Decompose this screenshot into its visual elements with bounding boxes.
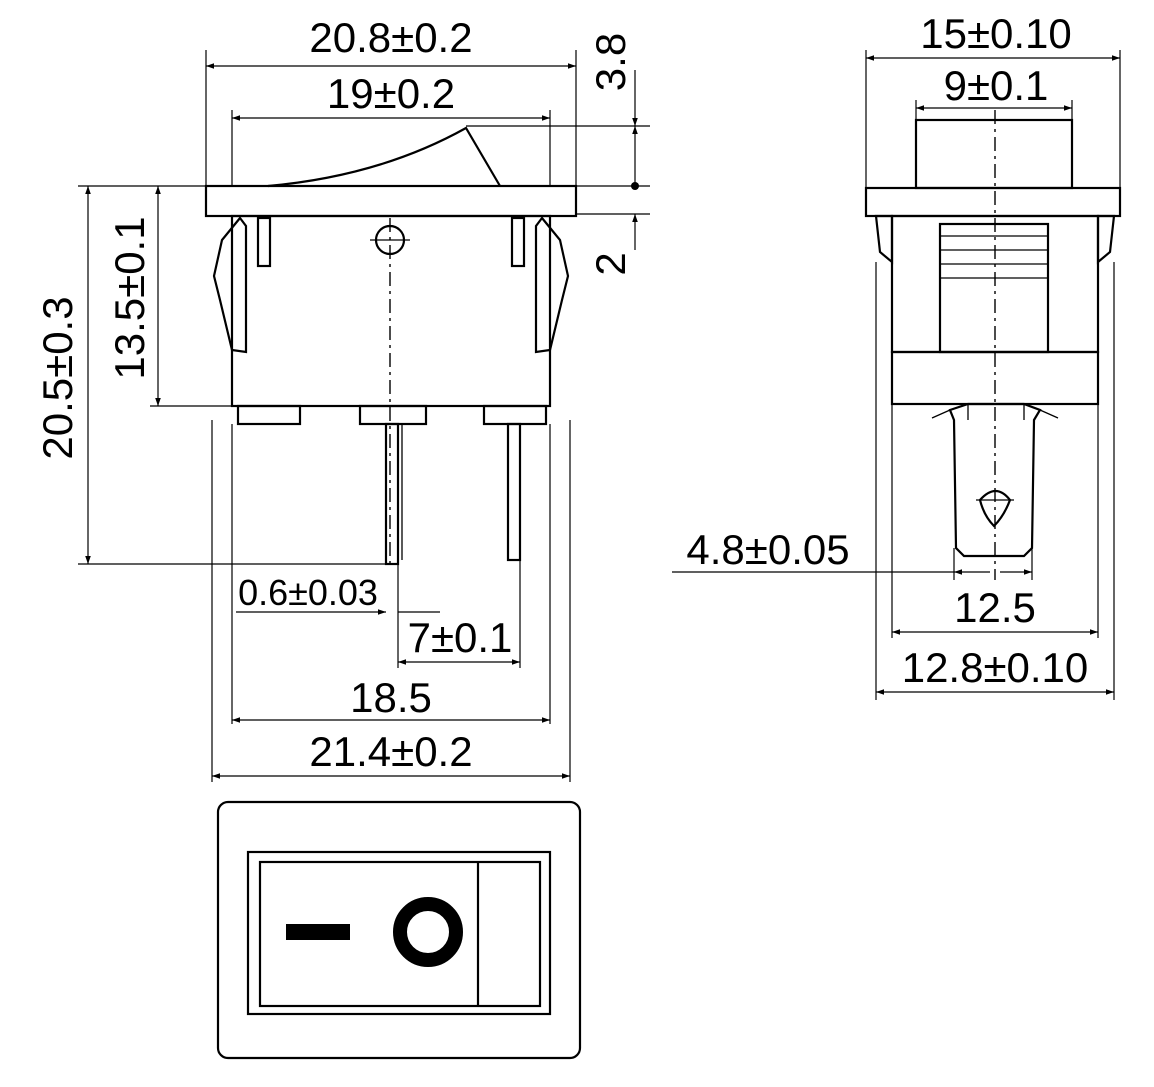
dim-top-width: 20.8±0.2: [309, 14, 472, 61]
side-flange: [864, 186, 1122, 218]
front-post-right: [510, 216, 526, 268]
front-rocker: [267, 126, 501, 188]
face-view: [216, 800, 582, 1060]
face-rocker: [258, 860, 542, 1008]
right-snap-clip: [534, 216, 570, 354]
side-dimensions: [672, 50, 1121, 700]
front-foot-right: [482, 404, 548, 426]
dim-terminal-pitch: 7±0.1: [408, 614, 513, 661]
dim-side-overall-width: 12.8±0.10: [902, 644, 1089, 691]
front-foot-left: [236, 404, 302, 426]
dim-total-height: 20.5±0.3: [34, 296, 81, 459]
front-terminal-center: [384, 422, 400, 566]
dim-terminal-width: 4.8±0.05: [686, 526, 849, 573]
front-post-left: [256, 216, 272, 268]
dim-rocker-height: 3.8: [587, 33, 634, 91]
face-outer-frame: [216, 800, 582, 1060]
on-symbol-circle: [393, 897, 463, 967]
front-flange: [204, 184, 578, 218]
side-view: [864, 110, 1122, 580]
front-body: [230, 214, 552, 408]
dim-body-width: 18.5: [350, 674, 432, 721]
dim-terminal-thickness: 0.6±0.03: [238, 572, 378, 613]
dim-rocker-width: 19±0.2: [327, 70, 455, 117]
face-inner-frame: [246, 850, 552, 1016]
left-snap-clip: [212, 216, 248, 354]
dim-side-rocker-width: 9±0.1: [944, 62, 1049, 109]
dim-side-top-width: 15±0.10: [920, 10, 1072, 57]
side-rocker: [914, 118, 1074, 190]
front-foot-center: [358, 404, 428, 426]
front-terminal-right: [506, 422, 522, 562]
front-view: [204, 126, 578, 566]
dim-flange-thickness: 2: [587, 252, 634, 275]
dim-overall-width: 21.4±0.2: [309, 728, 472, 775]
dim-side-body-width: 12.5: [954, 584, 1036, 631]
side-inner-block: [938, 222, 1050, 354]
off-symbol-line: [286, 924, 350, 940]
front-dimensions: [78, 50, 650, 782]
dim-body-height: 13.5±0.1: [106, 216, 153, 379]
